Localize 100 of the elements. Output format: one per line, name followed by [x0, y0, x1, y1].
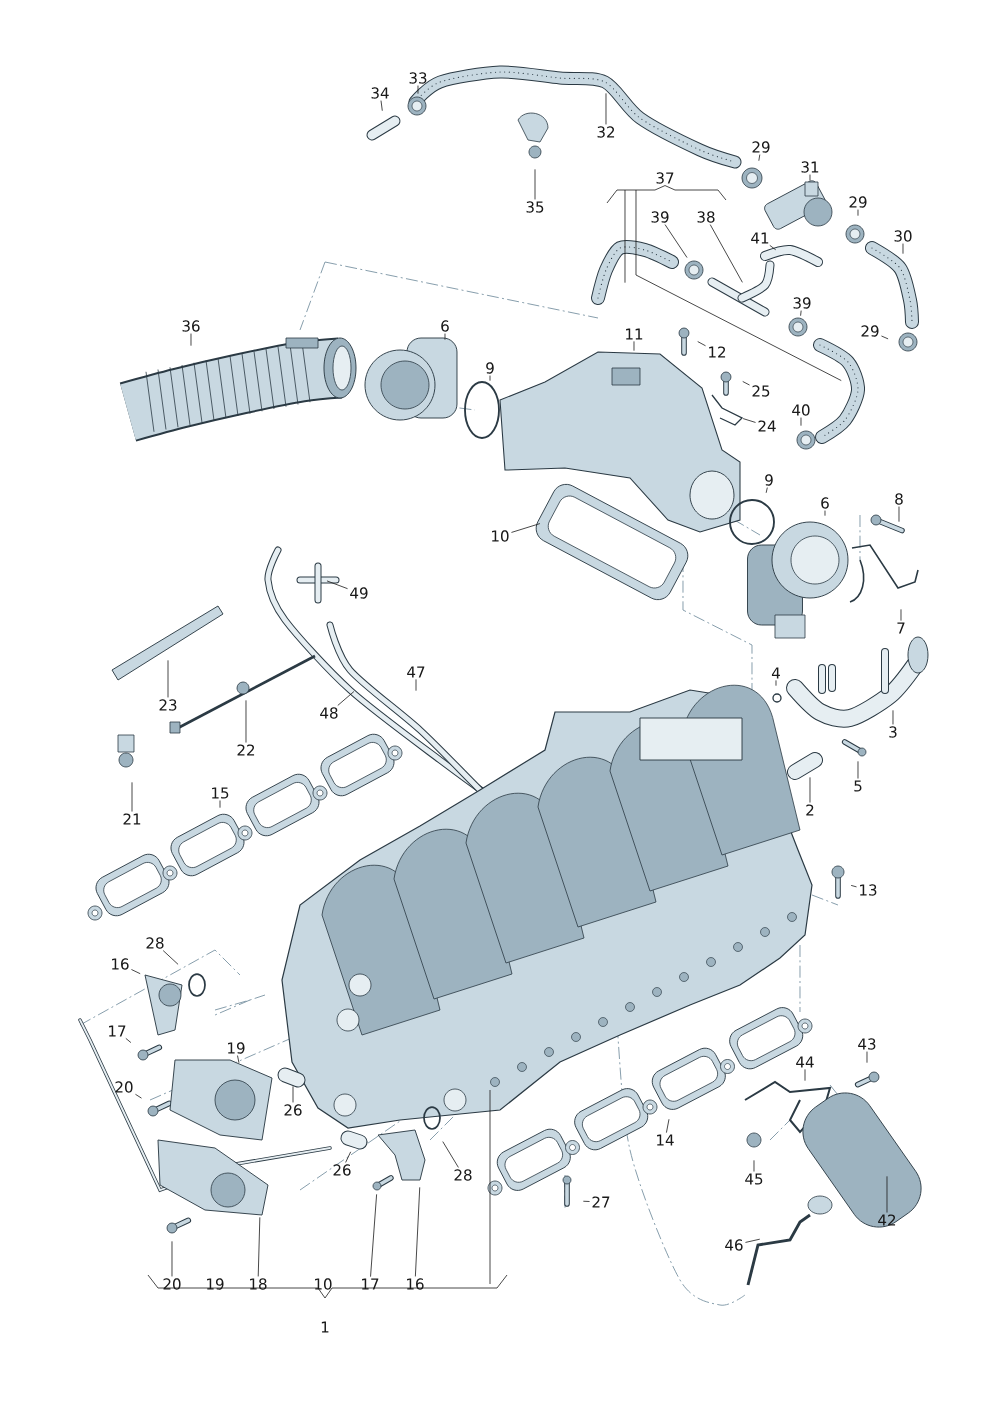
- leader-line: [697, 341, 706, 347]
- callout-number: 6: [821, 497, 829, 509]
- leader-line: [804, 1068, 806, 1082]
- leader-line: [857, 209, 859, 217]
- leader-line: [417, 85, 419, 95]
- callout-number: 8: [895, 493, 903, 505]
- leader-line: [745, 1238, 761, 1243]
- leader-line: [664, 224, 688, 258]
- callout-number: 17: [109, 1025, 126, 1037]
- leader-line: [245, 699, 247, 743]
- callout-number: 4: [771, 667, 780, 679]
- callout-number: 38: [697, 211, 715, 223]
- callout-number: 28: [454, 1169, 472, 1181]
- leader-line: [135, 1093, 142, 1099]
- leader-line: [898, 506, 900, 523]
- callout-number: 43: [858, 1038, 876, 1050]
- leader-line: [666, 1118, 670, 1134]
- bracket-leader-line: [635, 185, 842, 381]
- callout-number: 3: [889, 726, 897, 738]
- callout-number: 11: [626, 328, 643, 340]
- callout-number: 44: [796, 1056, 814, 1068]
- callout-number: 39: [651, 211, 669, 223]
- callout-number: 10: [492, 530, 509, 542]
- callout-number: 9: [765, 474, 773, 486]
- callout-number: 48: [320, 707, 338, 719]
- callout-number: 26: [333, 1164, 351, 1176]
- callout-number: 47: [407, 666, 425, 678]
- callout-number: 27: [592, 1196, 610, 1208]
- leader-line: [765, 487, 768, 494]
- leader-line: [190, 333, 192, 347]
- callout-number: 23: [159, 699, 177, 711]
- leader-line: [892, 709, 894, 725]
- callout-number: 31: [801, 161, 819, 173]
- callout-number: 10: [315, 1278, 332, 1290]
- callout-number: 15: [212, 787, 229, 799]
- leader-line: [809, 776, 811, 803]
- callout-number: 42: [878, 1214, 896, 1226]
- leader-line: [511, 523, 541, 533]
- leader-line: [900, 608, 902, 622]
- leader-line: [633, 340, 635, 352]
- callout-number: 32: [597, 126, 615, 138]
- leader-line: [162, 950, 179, 965]
- leader-line: [442, 1141, 459, 1168]
- callout-number: 33: [409, 72, 427, 84]
- leader-line: [380, 100, 383, 112]
- leader-line: [582, 1200, 590, 1202]
- leader-line: [370, 1193, 377, 1278]
- callout-number: 25: [752, 385, 770, 397]
- leader-line: [131, 781, 133, 812]
- callout-number: 20: [115, 1081, 133, 1093]
- callout-number: 1: [321, 1321, 329, 1333]
- callout-number: 34: [371, 87, 389, 99]
- callout-number: 9: [486, 362, 494, 374]
- callout-number: 2: [806, 804, 814, 816]
- leader-line: [742, 381, 750, 386]
- callout-number: 36: [182, 320, 200, 332]
- leader-line: [753, 1159, 755, 1172]
- leader-line: [345, 1151, 352, 1163]
- callout-number: 29: [752, 141, 770, 153]
- leader-line: [775, 679, 777, 687]
- leader-line: [414, 1186, 421, 1277]
- callout-number: 21: [123, 813, 141, 825]
- bracket-leader-line: [606, 185, 666, 284]
- leader-line: [758, 154, 761, 162]
- leader-line: [809, 174, 811, 182]
- leader-line: [769, 244, 777, 251]
- callout-number: 19: [207, 1278, 224, 1290]
- callout-number: 39: [793, 297, 811, 309]
- leader-line: [534, 168, 536, 200]
- callout-number: 41: [751, 232, 769, 244]
- callout-number: 6: [441, 320, 449, 332]
- leader-line: [857, 760, 859, 779]
- leader-line: [605, 92, 607, 125]
- callout-number: 49: [350, 587, 368, 599]
- leader-line: [444, 333, 446, 341]
- leader-line: [257, 1216, 261, 1277]
- callout-number: 35: [526, 201, 544, 213]
- leader-line: [902, 243, 904, 255]
- callout-number: 40: [792, 404, 810, 416]
- callout-number: 28: [146, 937, 164, 949]
- callout-number: 37: [656, 172, 674, 184]
- leader-line: [850, 885, 857, 888]
- leader-line: [415, 678, 417, 692]
- callout-number: 5: [854, 780, 862, 792]
- leader-line: [125, 1037, 132, 1043]
- callout-number: 7: [897, 622, 905, 634]
- leader-line: [709, 224, 743, 283]
- callout-number: 18: [250, 1278, 267, 1290]
- leader-line: [824, 510, 826, 517]
- leader-line: [337, 691, 355, 706]
- callout-number: 16: [407, 1278, 424, 1290]
- leader-line: [237, 1055, 240, 1064]
- leader-line: [131, 969, 141, 975]
- callout-number: 30: [894, 230, 912, 242]
- leader-line: [800, 417, 802, 427]
- leader-line: [167, 659, 169, 698]
- callout-number: 22: [237, 744, 255, 756]
- callout-number: 14: [657, 1134, 674, 1146]
- leader-line: [326, 580, 348, 590]
- callout-number: 13: [860, 884, 877, 896]
